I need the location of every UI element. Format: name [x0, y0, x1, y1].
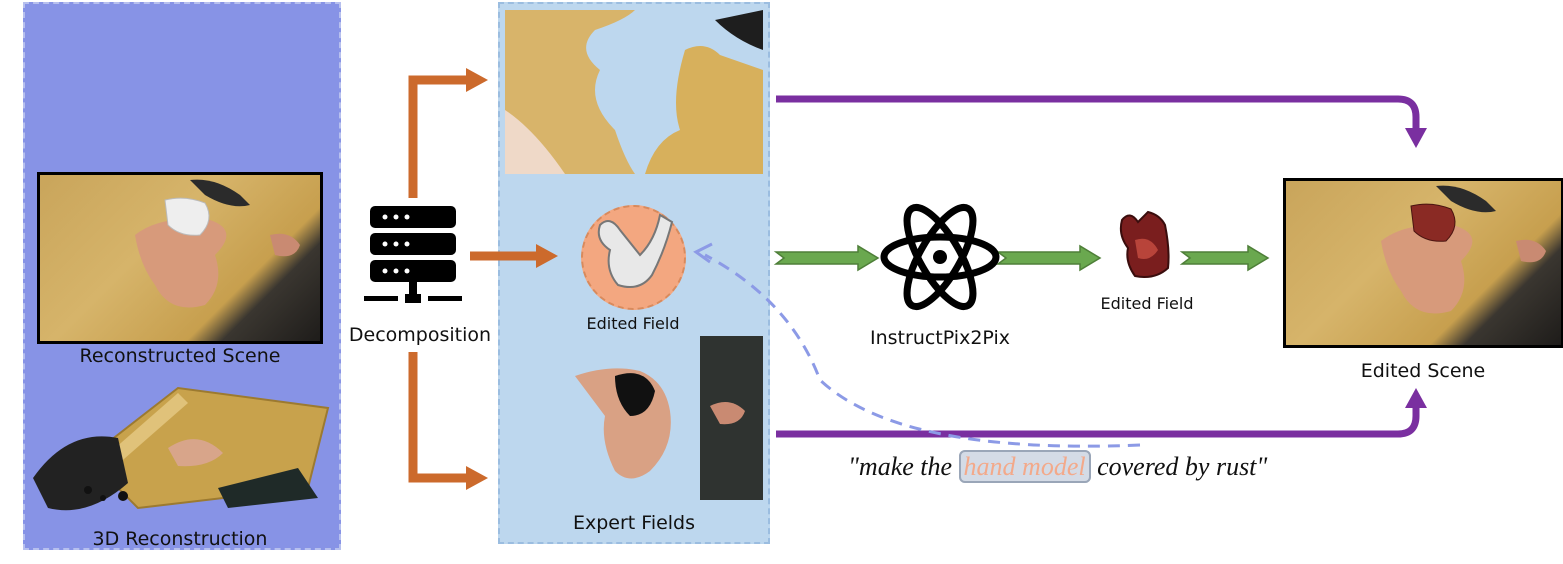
- merge-arrow-bottom-head: [1405, 388, 1427, 408]
- background-field-image: [505, 10, 763, 174]
- rusty-hand-model-shape: [1119, 210, 1170, 278]
- merge-arrow-top-head: [1405, 128, 1427, 148]
- expert-field-hand-image: [570, 336, 763, 500]
- atom-icon: [880, 203, 1000, 311]
- edited-scene-caption: Edited Scene: [1360, 360, 1486, 382]
- 3d-reconstruction-image: [33, 386, 330, 511]
- expert-fields-caption: Expert Fields: [572, 512, 696, 534]
- merge-arrow-top: [776, 95, 1420, 132]
- edit-arrows: [773, 244, 1270, 272]
- reconstructed-scene-caption: Reconstructed Scene: [79, 345, 281, 367]
- edit-prompt-highlight: hand model: [958, 450, 1091, 483]
- merge-arrow-bottom: [776, 404, 1420, 438]
- edited-field-circle: [581, 205, 686, 310]
- edited-field-right-caption: Edited Field: [1100, 294, 1194, 313]
- edit-prompt-suffix: covered by rust": [1090, 452, 1268, 481]
- hand-holding-model-illustration: [135, 179, 300, 308]
- edited-field-mid-caption: Edited Field: [586, 314, 680, 333]
- edit-prompt: "make the hand model covered by rust": [848, 450, 1268, 483]
- dashed-feedback-arrow: [704, 253, 1141, 448]
- server-icon: [364, 206, 462, 303]
- reconstructed-scene-image: [37, 172, 323, 344]
- decomposition-caption: Decomposition: [348, 324, 492, 346]
- instructpix2pix-caption: InstructPix2Pix: [870, 327, 1010, 349]
- 3d-reconstruction-caption: 3D Reconstruction: [92, 528, 268, 550]
- edit-prompt-prefix: "make the: [848, 452, 959, 481]
- edited-scene-image: [1283, 178, 1563, 348]
